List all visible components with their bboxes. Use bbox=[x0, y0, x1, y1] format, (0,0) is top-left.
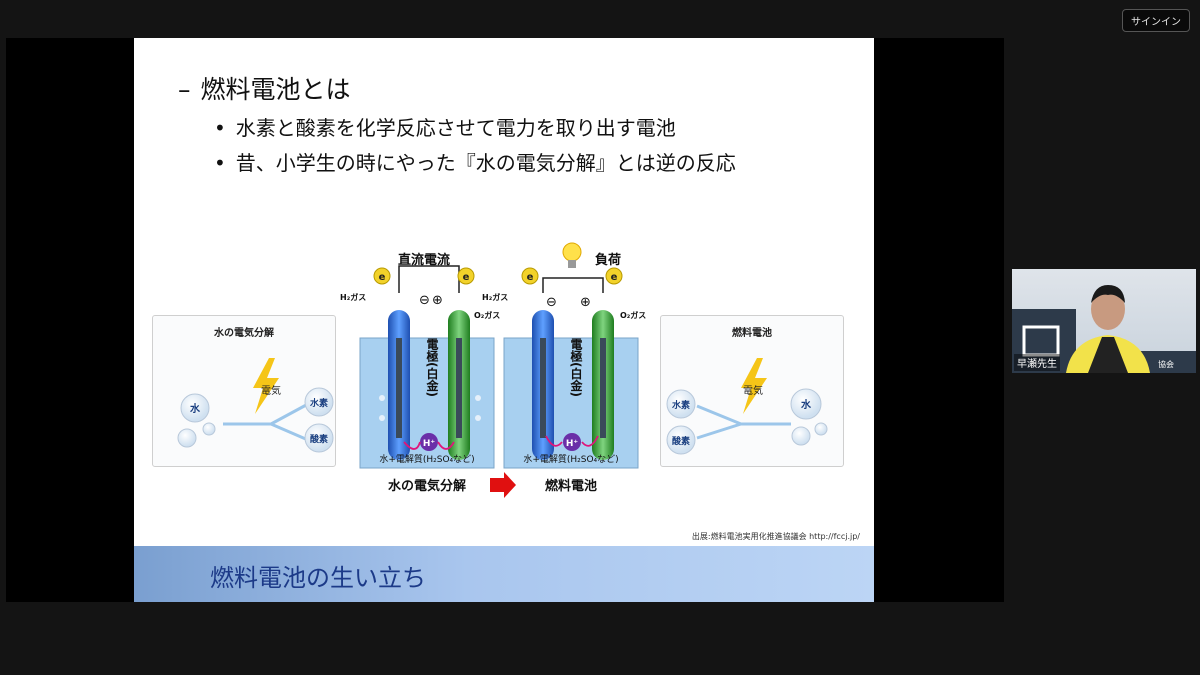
electrode-rod bbox=[456, 338, 462, 438]
lightning-icon bbox=[741, 358, 767, 414]
water-label: 水 bbox=[189, 402, 201, 415]
hydrogen-label: 水素 bbox=[310, 397, 328, 409]
electrolyte-label: 水+電解質(H₂SO₄など) bbox=[523, 453, 618, 465]
electron-label: e bbox=[463, 272, 470, 283]
dc-current-label: 直流電流 bbox=[398, 252, 450, 268]
circuit-wire bbox=[542, 277, 604, 293]
bullet-text: 水素と酸素を化学反応させて電力を取り出す電池 bbox=[235, 116, 676, 140]
bullet-text: 昔、小学生の時にやった『水の電気分解』とは逆の反応 bbox=[235, 151, 736, 175]
presenter-silhouette: 協会 bbox=[1012, 285, 1196, 373]
fuel-cell-panel: 燃料電池 水素 酸素 電気 水 bbox=[660, 315, 844, 467]
electron-icon bbox=[373, 267, 391, 285]
water-bubble-icon bbox=[790, 388, 822, 420]
load-label: 負荷 bbox=[595, 252, 621, 268]
presenter-hair bbox=[1091, 285, 1125, 303]
bullet-2: • 昔、小学生の時にやった『水の電気分解』とは逆の反応 bbox=[214, 147, 736, 176]
participant-name: 早瀬先生 bbox=[1014, 354, 1060, 371]
ion-flow-arrow-icon bbox=[545, 435, 599, 447]
electron-icon bbox=[605, 267, 623, 285]
bubble-icon bbox=[475, 415, 481, 421]
electrolysis-panel: 水の電気分解 水 電気 水素 酸素 bbox=[152, 315, 336, 467]
fuel-cell-panel-graphic: 水素 酸素 電気 水 bbox=[666, 358, 828, 455]
oxygen-label: 酸素 bbox=[672, 435, 690, 447]
electron-label: e bbox=[379, 272, 386, 283]
hydrogen-ion-label: H⁺ bbox=[566, 439, 579, 449]
bullet-1: • 水素と酸素を化学反応させて電力を取り出す電池 bbox=[214, 112, 676, 141]
fuel-cell-panel-title: 燃料電池 bbox=[732, 328, 772, 339]
banner-badge: 協会 bbox=[1158, 359, 1174, 369]
next-slide-title: 燃料電池の生い立ち bbox=[210, 564, 426, 592]
hydrogen-bubble-icon bbox=[304, 387, 334, 417]
light-bulb-icon bbox=[562, 242, 582, 262]
electrode-label: 電極(白金) bbox=[569, 338, 583, 397]
h2-gas-label: H₂ガス bbox=[482, 292, 508, 302]
electron-label: e bbox=[611, 272, 618, 283]
hydrogen-ion-icon bbox=[563, 433, 581, 451]
hydrogen-ion-label: H⁺ bbox=[423, 439, 436, 449]
cell-caption: 水の電気分解 bbox=[388, 478, 466, 494]
water-label: 水 bbox=[800, 398, 812, 411]
source-citation: 出展:燃料電池実用化推進協議会 http://fccj.jp/ bbox=[691, 532, 860, 541]
oxygen-bubble-icon bbox=[304, 423, 334, 453]
merge-arrow-icon bbox=[696, 404, 791, 440]
bullet-mark: • bbox=[214, 151, 226, 175]
electrolysis-panel-graphic: 水 電気 水素 酸素 bbox=[177, 358, 334, 453]
plus-terminal: ⊕ bbox=[580, 295, 591, 310]
shared-slide: –燃料電池とは • 水素と酸素を化学反応させて電力を取り出す電池 • 昔、小学生の時… bbox=[134, 38, 874, 602]
electrolysis-cell: 直流電流 ⊖ ⊕ e e H₂ガス O₂ガス 電極(白金) H⁺ 水+電解質(H… bbox=[340, 252, 500, 494]
red-arrow-icon bbox=[490, 472, 516, 498]
heading-dash: – bbox=[178, 75, 191, 104]
presenter-face bbox=[1091, 288, 1125, 330]
bulb-base bbox=[568, 260, 576, 268]
bubble-icon bbox=[177, 428, 197, 448]
split-arrow-icon bbox=[223, 402, 309, 442]
electron-icon bbox=[457, 267, 475, 285]
hydrogen-bubble-icon bbox=[666, 389, 696, 419]
bullet-mark: • bbox=[214, 116, 226, 140]
electrode-label: 電極(白金) bbox=[425, 338, 439, 397]
slide-footer-band: 燃料電池の生い立ち bbox=[134, 546, 874, 602]
bubble-icon bbox=[791, 426, 811, 446]
circuit-wire bbox=[398, 265, 460, 293]
presenter-jacket bbox=[1088, 337, 1128, 373]
slide-heading: –燃料電池とは bbox=[178, 70, 351, 106]
electrode-rod bbox=[540, 338, 546, 438]
bubble-icon bbox=[475, 395, 481, 401]
bubble-icon bbox=[379, 415, 385, 421]
cell-diagram: 直流電流 ⊖ ⊕ e e H₂ガス O₂ガス 電極(白金) H⁺ 水+電解質(H… bbox=[340, 242, 646, 498]
bubble-icon bbox=[379, 395, 385, 401]
sign-in-button[interactable]: サインイン bbox=[1122, 9, 1190, 32]
minus-terminal: ⊖ bbox=[546, 295, 557, 310]
cell-caption: 燃料電池 bbox=[545, 478, 597, 494]
heading-text: 燃料電池とは bbox=[200, 75, 351, 104]
electrode-rod bbox=[600, 338, 606, 438]
electron-icon bbox=[521, 267, 539, 285]
o2-gas-label: O₂ガス bbox=[474, 310, 500, 320]
water-bubble-icon bbox=[180, 393, 210, 423]
ion-flow-arrow-icon bbox=[403, 441, 455, 450]
electricity-label: 電気 bbox=[261, 384, 281, 397]
electrolysis-panel-title: 水の電気分解 bbox=[214, 328, 274, 339]
oxygen-bubble-icon bbox=[666, 425, 696, 455]
plus-terminal: ⊕ bbox=[432, 293, 443, 308]
hydrogen-label: 水素 bbox=[672, 399, 690, 411]
electricity-label: 電気 bbox=[743, 384, 763, 397]
h2-gas-label: H₂ガス bbox=[340, 292, 366, 302]
logo-icon bbox=[1022, 325, 1060, 357]
participant-video-tile[interactable]: 協会 早瀬先生 bbox=[1012, 269, 1196, 373]
o2-gas-label: O₂ガス bbox=[620, 310, 646, 320]
electron-label: e bbox=[527, 272, 534, 283]
electrolyte-label: 水+電解質(H₂SO₄など) bbox=[379, 453, 474, 465]
electrolyte-tank bbox=[503, 337, 639, 469]
electrode-rod bbox=[396, 338, 402, 438]
banner-backdrop bbox=[1138, 351, 1196, 373]
oxygen-label: 酸素 bbox=[310, 433, 328, 445]
fuel-cell: 負荷 ⊖ ⊕ e e H₂ガス O₂ガス 電極(白金) H⁺ 水+電解質(H₂S… bbox=[482, 242, 646, 494]
hydrogen-ion-icon bbox=[420, 433, 438, 451]
bubble-icon bbox=[814, 422, 828, 436]
minus-terminal: ⊖ bbox=[419, 293, 430, 308]
lightning-icon bbox=[253, 358, 279, 414]
bubble-icon bbox=[202, 422, 216, 436]
